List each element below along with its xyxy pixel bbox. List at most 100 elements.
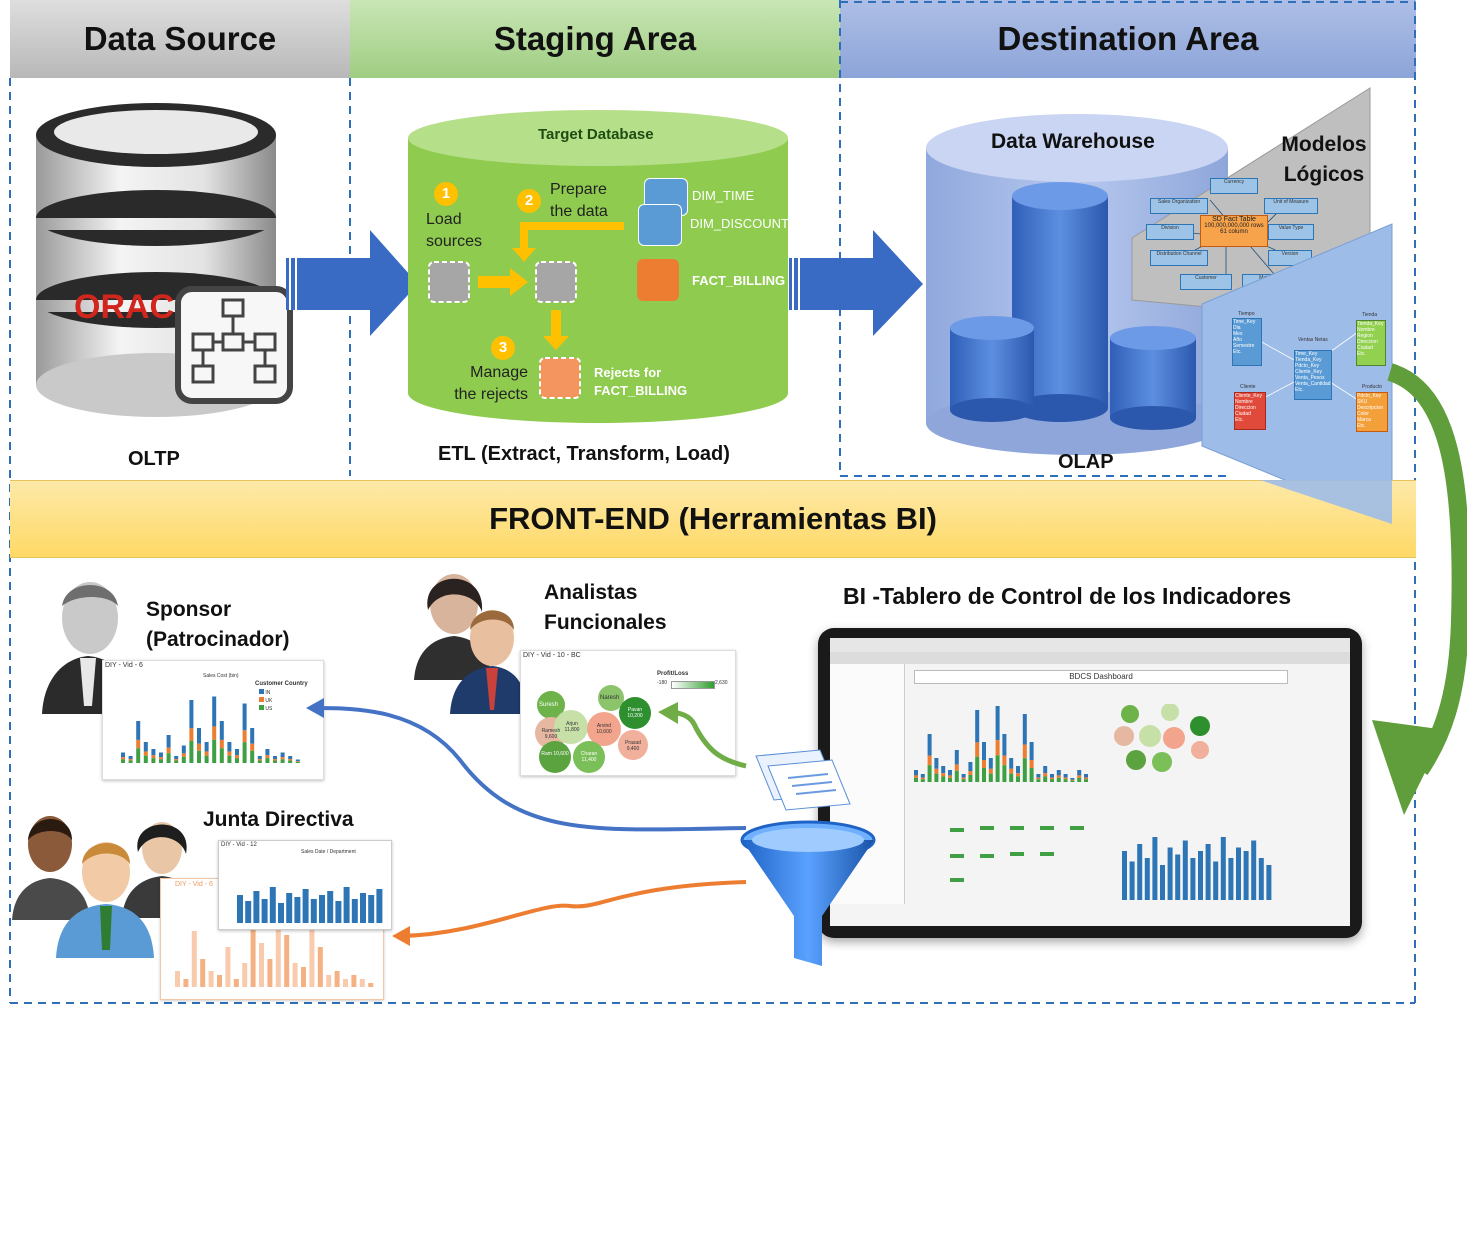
- bar-segment: [219, 739, 224, 749]
- snowflake-fact-table: SD Fact Table 100,000,000,000 rows 61 co…: [1200, 215, 1268, 247]
- bar: [319, 895, 325, 923]
- bar-segment: [295, 761, 300, 762]
- bar-segment: [151, 749, 156, 756]
- bar-segment: [995, 706, 1000, 741]
- star-dim-cliente: Cliente_Key Nombre Direccion Ciudad Etc.: [1234, 392, 1266, 430]
- bar-segment: [1050, 777, 1054, 780]
- bar-segment: [151, 755, 156, 759]
- bar-segment: [927, 734, 932, 756]
- bar: [359, 979, 365, 987]
- bar-segment: [166, 753, 171, 763]
- bar-segment: [197, 750, 201, 763]
- bar-segment: [212, 739, 217, 763]
- bar-segment: [982, 768, 986, 782]
- bar-segment: [174, 759, 179, 761]
- snowflake-node-unit: Unit of Measure: [1264, 198, 1318, 214]
- bar: [183, 979, 189, 987]
- bar-segment: [1084, 779, 1088, 782]
- bar-segment: [181, 753, 186, 757]
- bar-segment: [288, 760, 293, 763]
- bar: [286, 893, 293, 923]
- bar-segment: [914, 777, 918, 782]
- bar-segment: [934, 773, 939, 782]
- bar-segment: [227, 751, 232, 756]
- bar: [225, 947, 231, 987]
- bar-segment: [219, 721, 224, 740]
- bar-segment: [1009, 758, 1014, 769]
- header-data-source: Data Source: [10, 0, 350, 78]
- bar: [351, 975, 357, 987]
- bar: [1213, 861, 1219, 900]
- bar-segment: [1063, 779, 1068, 782]
- bar-segment: [1084, 777, 1088, 780]
- bar: [200, 959, 206, 987]
- bar: [327, 891, 334, 923]
- bar-segment: [968, 762, 973, 771]
- bar-segment: [227, 755, 232, 763]
- fact-billing-label: FACT_BILLING: [692, 273, 786, 288]
- bar-segment: [948, 770, 952, 776]
- snowflake-node-division: Division: [1146, 224, 1194, 240]
- bar: [1182, 840, 1188, 900]
- step-2-badge: 2: [517, 189, 541, 213]
- bar-segment: [1056, 770, 1061, 776]
- bar: [278, 903, 284, 923]
- bar: [242, 963, 248, 987]
- bar-segment: [189, 728, 194, 741]
- junta-blue-chart-thumbnail: DIY - Vid - 12 Sales Date / Department: [218, 840, 392, 930]
- bar-segment: [1050, 774, 1054, 778]
- bar: [360, 893, 366, 923]
- dashboard-tablet: BDCS Dashboard: [818, 628, 1362, 938]
- bar-segment: [128, 756, 133, 760]
- step-3-badge: 3: [491, 336, 515, 360]
- bar-segment: [265, 755, 270, 759]
- bar-segment: [954, 764, 959, 771]
- bar: [334, 971, 340, 987]
- bar-segment: [242, 730, 247, 743]
- bar-segment: [1043, 766, 1048, 774]
- dashboard-bubbles: [1114, 704, 1210, 772]
- bar: [1243, 851, 1249, 900]
- bar-segment: [280, 759, 285, 763]
- bar: [292, 963, 298, 987]
- bar-segment: [227, 742, 232, 752]
- bar-segment: [257, 756, 262, 760]
- bar-segment: [1016, 766, 1020, 774]
- bubble-cluster: [535, 685, 651, 773]
- bar-segment: [988, 768, 993, 774]
- bar-segment: [961, 779, 966, 782]
- data-warehouse-cylinder: [926, 114, 1228, 455]
- bar: [1122, 851, 1127, 900]
- bar-segment: [166, 735, 171, 748]
- bar-segment: [189, 700, 194, 729]
- arrow-staging-to-destination-icon: [789, 230, 923, 336]
- bar-segment: [1002, 734, 1007, 756]
- bar-segment: [136, 748, 141, 763]
- bar-segment: [1077, 770, 1082, 776]
- bar-segment: [975, 710, 980, 743]
- bar: [1167, 847, 1173, 900]
- bar-segment: [257, 759, 262, 761]
- bar-segment: [212, 726, 217, 740]
- bar: [237, 895, 243, 923]
- dim-discount-label: DIM_DISCOUNT: [690, 216, 789, 231]
- bar-segment: [975, 756, 980, 782]
- bar-segment: [151, 758, 156, 763]
- arrow-source-to-staging-icon: [286, 230, 418, 336]
- bar-segment: [961, 777, 966, 780]
- oltp-caption: OLTP: [128, 448, 180, 470]
- bar: [275, 911, 281, 987]
- snowflake-node-customer: Customer: [1180, 274, 1232, 290]
- bar-segment: [961, 774, 966, 778]
- analistas-bubble-thumbnail: DIY - Vid - 10 - BC Profit/Loss -180 2,6…: [520, 650, 736, 776]
- bar-segment: [295, 759, 300, 762]
- bar-segment: [143, 742, 148, 752]
- bar-segment: [934, 768, 939, 774]
- target-database-title: Target Database: [538, 126, 654, 143]
- bar-segment: [204, 751, 209, 756]
- bar: [1266, 865, 1272, 900]
- bar-segment: [941, 773, 946, 777]
- bar-segment: [920, 779, 925, 782]
